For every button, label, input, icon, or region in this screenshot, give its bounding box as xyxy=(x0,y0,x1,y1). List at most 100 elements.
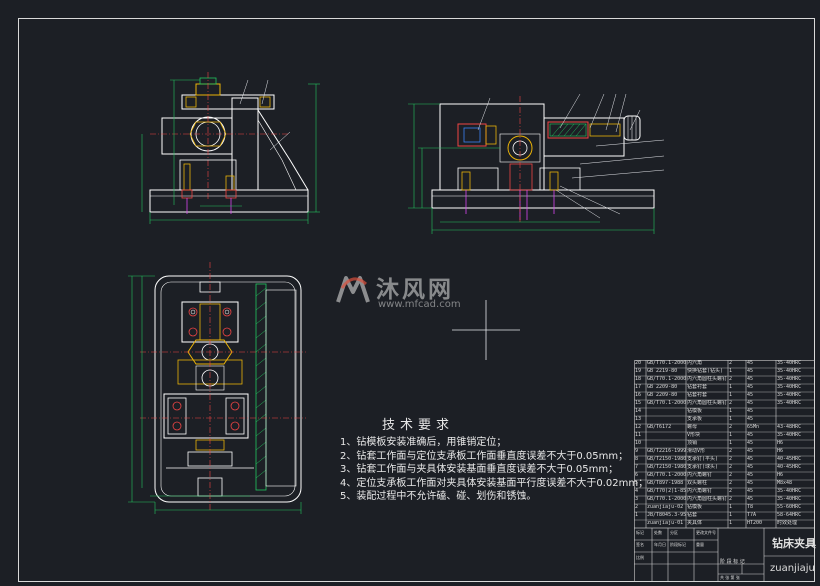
bom-cell-mat: 45 xyxy=(747,448,754,454)
bom-cell-note: 时效处理 xyxy=(777,520,798,526)
bom-cell-note: 58-64HRC xyxy=(777,512,802,518)
bom-cell-qty: 1 xyxy=(729,504,733,510)
bom-cell-code: JB/T8045.3-95 xyxy=(647,512,686,518)
bom-cell-mat: T7A xyxy=(747,512,757,518)
bom-cell-note: H6 xyxy=(777,440,784,446)
bom-cell-note: 35-40HRC xyxy=(777,384,802,390)
mfcad-logo-icon xyxy=(336,276,370,303)
side-view xyxy=(408,93,665,234)
bom-cell-name: 内六角 xyxy=(687,360,703,366)
bom-cell-qty: 1 xyxy=(729,368,733,374)
bom-cell-code: GB 2209-80 xyxy=(647,384,678,390)
plan-outline xyxy=(154,275,302,503)
bom-cell-code: GB 2209-80 xyxy=(647,392,678,398)
bom-cell-qty: 1 xyxy=(729,512,733,518)
bom-cell-note: 40-45HRC xyxy=(777,456,802,462)
bom-cell-name: 滑动V形 xyxy=(687,448,706,454)
bom-cell-name: 内六角圆柱头螺钉 xyxy=(687,376,728,382)
bom-cell-no: 12 xyxy=(635,424,642,430)
bom-cell-qty: 2 xyxy=(729,480,733,486)
bom-cell-code: GB/T70.1-2000 xyxy=(647,376,686,382)
title-block-cell: 阶段标记 xyxy=(670,542,686,547)
tech-requirement-item: 3、钻套工作面与夹具体安装基面垂直度误差不大于0.05mm； xyxy=(340,464,619,475)
front-view xyxy=(141,72,320,224)
bom-cell-mat: 45 xyxy=(747,488,754,494)
bom-cell-qty: 2 xyxy=(729,400,733,406)
bom-cell-code: zuanjiaju-02 xyxy=(647,504,684,510)
bom-cell-qty: 2 xyxy=(729,456,733,462)
bom-cell-note: H6 xyxy=(777,448,784,454)
bom-cell-code: GB/T70.1-2000 xyxy=(647,496,686,502)
bom-cell-qty: 2 xyxy=(729,424,733,430)
bom-cell-name: 顶销 xyxy=(687,440,698,446)
bom-cell-qty: 1 xyxy=(729,432,733,438)
bom-cell-no: 4 xyxy=(635,488,639,494)
bom-cell-qty: 2 xyxy=(729,360,733,366)
tech-requirements: 技术要求 1、钻模板安装准确后，用锥销定位； 2、钻套工作面与定位支承板工作面垂… xyxy=(340,414,649,504)
bom-cell-qty: 1 xyxy=(729,392,733,398)
bom-cell-name: 钻套衬套 xyxy=(687,384,708,390)
watermark-brand: 沐风网 xyxy=(376,277,454,303)
bom-cell-name: 内六角圆柱头螺钉 xyxy=(687,400,728,406)
bom-cell-name: 支承板 xyxy=(687,416,703,422)
bom-cell-code: GB/T2150-1980 xyxy=(647,456,686,462)
bom-cell-no: 9 xyxy=(635,448,639,454)
bom-cell-qty: 2 xyxy=(729,488,733,494)
bom-cell-code: GB/T70.1-2000 xyxy=(647,360,686,366)
sheet-border xyxy=(18,18,815,582)
bom-cell-mat: 45 xyxy=(747,408,754,414)
bom-cell-note: 35-40HRC xyxy=(777,392,802,398)
title-block-code: zuanjiaju xyxy=(770,563,815,574)
bom-cell-code: GB/T2216-1999 xyxy=(647,448,686,454)
bom-cell-name: 内六角圆柱头螺钉 xyxy=(687,496,728,502)
bom-cell-qty: 1 xyxy=(729,440,733,446)
bom-cell-mat: 45 xyxy=(747,480,754,486)
bom-cell-code: GB/T70(2)1-85 xyxy=(647,488,686,494)
bom-cell-qty: 2 xyxy=(729,472,733,478)
bom-cell-code: GB/T70.1-2000 xyxy=(647,472,686,478)
bom-cell-note: 43-48HRC xyxy=(777,424,802,430)
bom-cell-note: 35-40HRC xyxy=(777,496,802,502)
bom-cell-name: V形块 xyxy=(687,432,701,438)
bom-cell-name: 钻模板 xyxy=(687,504,703,510)
bom-cell-note: 35-40HRC xyxy=(777,400,802,406)
bom-cell-qty: 2 xyxy=(729,376,733,382)
tech-requirement-item: 1、钻模板安装准确后，用锥销定位； xyxy=(340,437,507,448)
bom-cell-mat: T8 xyxy=(747,504,754,510)
bom-cell-name: 内六角螺钉 xyxy=(687,472,713,478)
bom-cell-code: zuanjiaju-01 xyxy=(647,520,684,526)
bom-cell-no: 2 xyxy=(635,504,639,510)
bom-cell-mat: 45 xyxy=(747,456,754,462)
bom-cell-name: 内六角螺钉 xyxy=(687,488,713,494)
bom-cell-note: 35-40HRC xyxy=(777,360,802,366)
tech-requirement-item: 4、定位支承板工作面对夹具体安装基面平行度误差不大于0.02mm； xyxy=(340,477,649,489)
bom-cell-no: 5 xyxy=(635,480,639,486)
crosshair-cursor-icon xyxy=(452,300,520,360)
bom-cell-no: 13 xyxy=(635,416,642,422)
bom-cell-qty: 1 xyxy=(729,384,733,390)
bom-cell-name: 支承钉(球头) xyxy=(687,464,719,470)
bom-cell-no: 14 xyxy=(635,408,642,414)
bom-cell-no: 7 xyxy=(635,464,639,470)
title-block-cell: 标记 xyxy=(636,530,644,535)
bom-cell-mat: 45 xyxy=(747,496,754,502)
bom-cell-no: 8 xyxy=(635,456,639,462)
bom-cell-no: 16 xyxy=(635,392,642,398)
bom-cell-no: 19 xyxy=(635,368,642,374)
bom-cell-note: M8x48 xyxy=(777,480,793,486)
tech-requirement-item: 5、装配过程中不允许磕、碰、划伤和锈蚀。 xyxy=(340,491,537,502)
